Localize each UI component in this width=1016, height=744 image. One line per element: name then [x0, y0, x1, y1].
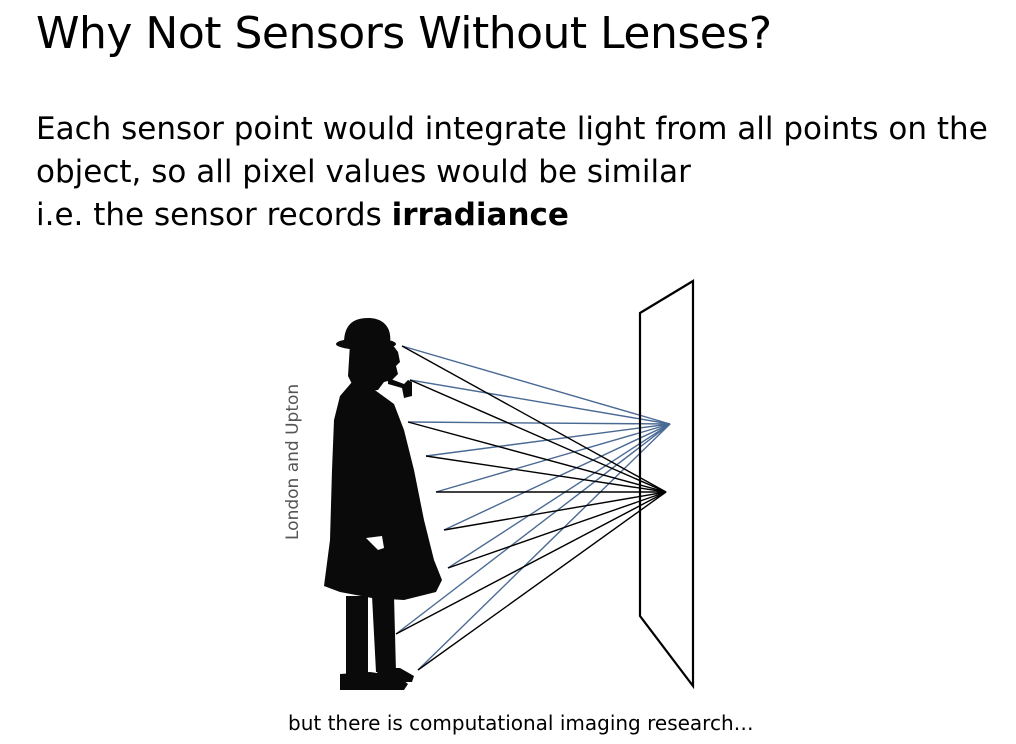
sensor-plane-icon [638, 279, 695, 690]
body-line-1: Each sensor point would integrate light … [36, 111, 988, 147]
ray-blue-6 [443, 423, 671, 531]
ray-blue-1 [401, 345, 671, 425]
hand-highlight [366, 536, 384, 550]
body-line-2: object, so all pixel values would be sim… [36, 154, 691, 190]
right-shoe [376, 668, 414, 682]
right-leg [372, 596, 396, 672]
irradiance-term: irradiance [391, 197, 569, 233]
slide-caption: but there is computational imaging resea… [288, 711, 754, 735]
ray-blue-8 [395, 423, 671, 635]
ray-black-6 [443, 491, 667, 531]
image-credit: London and Upton [283, 383, 303, 540]
ray-black-7 [447, 491, 667, 569]
pipe [388, 378, 412, 398]
ray-black-8 [395, 491, 667, 635]
slide-body: Each sensor point would integrate light … [36, 108, 1006, 237]
head [348, 344, 400, 392]
ray-black-1 [401, 345, 667, 493]
rays-to-lower-sensor-point [395, 345, 667, 671]
ray-black-2 [409, 379, 667, 493]
ray-blue-2 [409, 379, 671, 425]
hat-crown [344, 318, 391, 343]
body-line-3-prefix: i.e. the sensor records [36, 197, 392, 233]
ray-blue-9 [417, 423, 671, 671]
ray-blue-3 [407, 421, 671, 425]
body-line-3: i.e. the sensor records irradiance [36, 194, 1006, 237]
ray-blue-5 [435, 423, 671, 493]
overcoat [324, 382, 442, 600]
slide-title: Why Not Sensors Without Lenses? [36, 8, 772, 59]
man-with-bowler-hat-silhouette-icon [324, 318, 442, 690]
ray-black-3 [407, 421, 667, 493]
ray-blue-7 [447, 423, 671, 569]
left-leg [346, 596, 368, 674]
ray-black-9 [417, 491, 667, 671]
ray-black-4 [425, 455, 667, 493]
rays-to-upper-sensor-point [395, 345, 671, 671]
